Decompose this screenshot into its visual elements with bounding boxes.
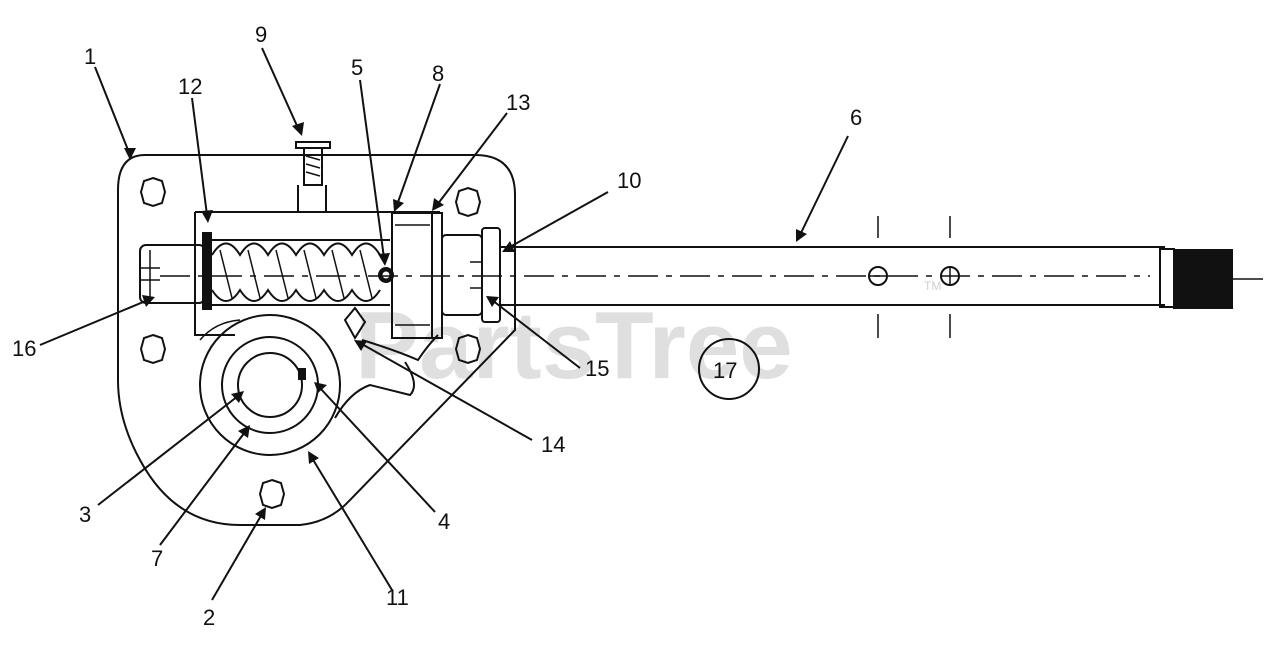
mounting-holes <box>139 176 482 510</box>
steering-shaft <box>160 216 1270 338</box>
grease-fitting <box>295 141 331 212</box>
callout-8: 8 <box>432 61 444 86</box>
callout-11: 11 <box>386 585 409 610</box>
leader-lines <box>39 47 849 601</box>
callout-labels: 1 2 3 4 5 6 7 8 9 10 11 12 13 14 15 16 1… <box>12 22 862 630</box>
callout-14: 14 <box>541 432 565 457</box>
shaft-middle <box>441 227 501 323</box>
callout-17-circle <box>698 338 760 400</box>
callout-9: 9 <box>255 22 267 47</box>
worm-gear <box>211 239 390 306</box>
watermark-trademark: TM <box>924 279 941 293</box>
callout-12: 12 <box>178 74 202 99</box>
callout-10: 10 <box>617 168 641 193</box>
callout-3: 3 <box>79 502 91 527</box>
spring-clip <box>334 306 439 419</box>
callout-2: 2 <box>203 605 215 630</box>
callout-16: 16 <box>12 336 36 361</box>
callout-7: 7 <box>151 546 163 571</box>
key <box>298 368 306 380</box>
thrust-washer <box>202 232 212 310</box>
callout-6: 6 <box>850 105 862 130</box>
housing-plate <box>117 154 516 526</box>
callout-5: 5 <box>351 55 363 80</box>
callout-1: 1 <box>84 44 96 69</box>
callout-17: 17 <box>713 358 737 383</box>
callout-4: 4 <box>438 509 450 534</box>
callout-13: 13 <box>506 90 530 115</box>
spline-end <box>1173 249 1233 309</box>
callout-15: 15 <box>585 356 609 381</box>
